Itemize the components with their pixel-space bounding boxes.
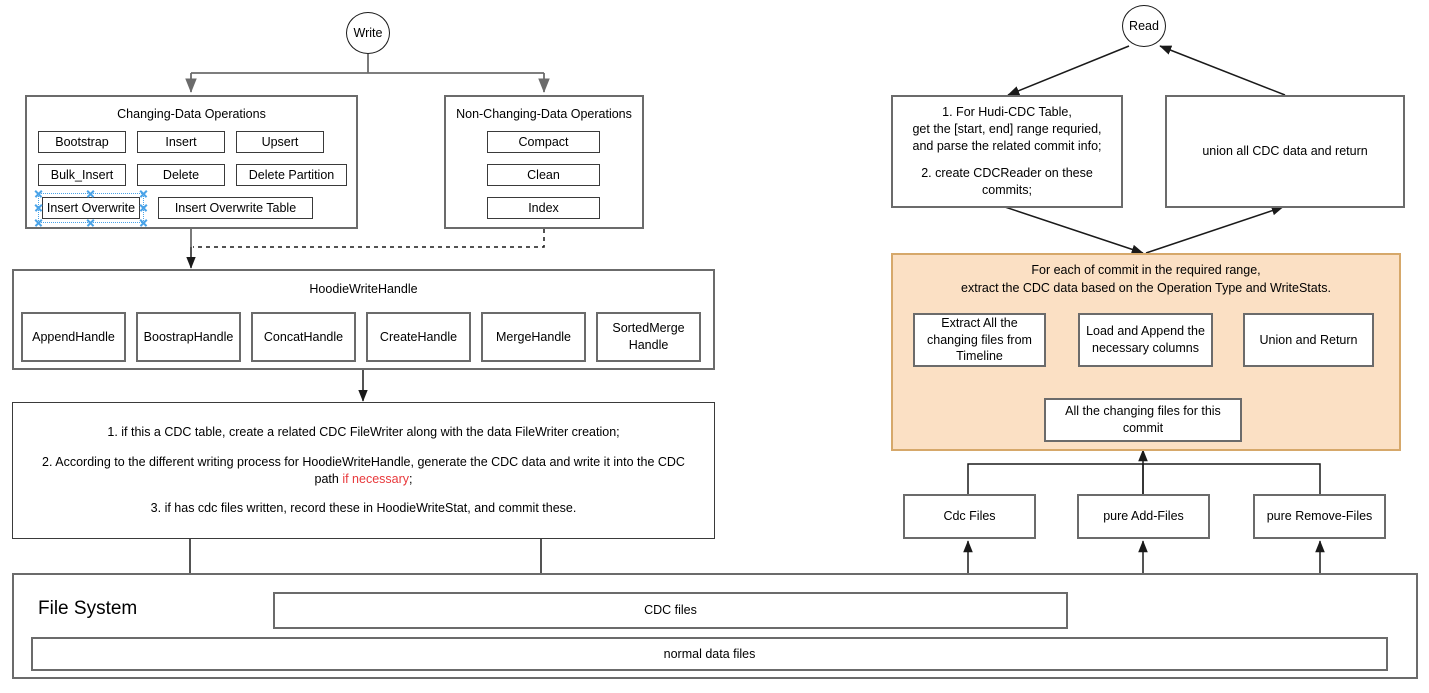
pure-remove-files-label: pure Remove-Files	[1266, 509, 1373, 524]
write-node-label: Write	[353, 26, 383, 40]
op-insert-overwrite-table[interactable]: Insert Overwrite Table	[158, 197, 313, 219]
cdc-files-source-label: Cdc Files	[943, 509, 996, 524]
op-upsert-label: Upsert	[261, 134, 299, 149]
read-left-line-3: and parse the related commit info;	[912, 138, 1102, 153]
op-insert-overwrite[interactable]: Insert Overwrite	[42, 197, 140, 219]
read-left-line-1: 1. For Hudi-CDC Table,	[942, 104, 1072, 119]
op-insert-overwrite-table-label: Insert Overwrite Table	[174, 200, 297, 215]
handle-append[interactable]: AppendHandle	[21, 312, 126, 362]
union-and-return-box[interactable]: Union and Return	[1243, 313, 1374, 367]
op-compact-label: Compact	[518, 134, 569, 149]
op-delete-label: Delete	[162, 167, 200, 182]
all-changing-box-line-1: All the changing files for this	[1065, 404, 1221, 419]
load-box-line-2: necessary columns	[1092, 341, 1199, 355]
op-bulk-insert-label: Bulk_Insert	[50, 167, 114, 182]
op-index[interactable]: Index	[487, 197, 600, 219]
all-changing-box-line-2: commit	[1122, 421, 1164, 435]
cdc-step-2: 2. According to the different writing pr…	[42, 454, 685, 488]
cdc-step-1: 1. if this a CDC table, create a related…	[107, 424, 620, 439]
handle-concat-label: ConcatHandle	[263, 329, 344, 344]
read-start-node[interactable]: Read	[1122, 5, 1166, 47]
normal-data-files-label: normal data files	[663, 646, 756, 661]
op-delete-partition[interactable]: Delete Partition	[236, 164, 347, 186]
load-box-line-1: Load and Append the	[1086, 324, 1205, 339]
cdc-files-source-box[interactable]: Cdc Files	[903, 494, 1036, 539]
handle-merge[interactable]: MergeHandle	[481, 312, 586, 362]
normal-data-files-box[interactable]: normal data files	[31, 637, 1388, 671]
op-compact[interactable]: Compact	[487, 131, 600, 153]
non-changing-data-operations-title: Non-Changing-Data Operations	[456, 107, 632, 121]
op-insert-label: Insert	[165, 134, 197, 149]
cdc-files-label: CDC files	[644, 603, 697, 618]
op-clean[interactable]: Clean	[487, 164, 600, 186]
extract-box-line-2: changing files from	[927, 332, 1032, 347]
read-union-return-label: union all CDC data and return	[1202, 144, 1368, 159]
extract-changing-files-box[interactable]: Extract All the changing files from Time…	[913, 313, 1046, 367]
cdc-step-2-highlight: if necessary	[342, 471, 410, 486]
load-append-columns-box[interactable]: Load and Append the necessary columns	[1078, 313, 1213, 367]
op-delete[interactable]: Delete	[137, 164, 225, 186]
handle-sorted-merge[interactable]: SortedMerge Handle	[596, 312, 701, 362]
op-insert-overwrite-label: Insert Overwrite	[46, 200, 136, 215]
read-union-return-box: union all CDC data and return	[1165, 95, 1405, 208]
handle-merge-label: MergeHandle	[495, 329, 572, 344]
handle-concat[interactable]: ConcatHandle	[251, 312, 356, 362]
cdc-step-2-line1: 2. According to the different writing pr…	[42, 454, 685, 469]
cdc-step-2-prefix: path	[314, 471, 343, 486]
pure-add-files-label: pure Add-Files	[1103, 509, 1184, 524]
union-box-label: Union and Return	[1259, 332, 1358, 347]
handle-create[interactable]: CreateHandle	[366, 312, 471, 362]
handle-boostrap-label: BoostrapHandle	[143, 329, 234, 344]
handle-create-label: CreateHandle	[379, 329, 458, 344]
read-cdc-reader-box: 1. For Hudi-CDC Table, get the [start, e…	[891, 95, 1123, 208]
cdc-extract-panel-line-2: extract the CDC data based on the Operat…	[961, 280, 1331, 295]
handle-boostrap[interactable]: BoostrapHandle	[136, 312, 241, 362]
op-bulk-insert[interactable]: Bulk_Insert	[38, 164, 126, 186]
read-left-line-2: get the [start, end] range requried,	[912, 121, 1102, 136]
write-start-node[interactable]: Write	[346, 12, 390, 54]
read-left-line-6: commits;	[982, 183, 1032, 198]
op-upsert[interactable]: Upsert	[236, 131, 324, 153]
handle-sorted-merge-label-2: Handle	[628, 338, 669, 352]
cdc-step-3: 3. if has cdc files written, record thes…	[150, 501, 577, 516]
cdc-step-2-suffix: ;	[409, 471, 413, 486]
op-delete-partition-label: Delete Partition	[248, 167, 335, 182]
pure-remove-files-box[interactable]: pure Remove-Files	[1253, 494, 1386, 539]
handle-sorted-merge-label-1: SortedMerge	[612, 321, 685, 336]
cdc-steps-box: 1. if this a CDC table, create a related…	[12, 402, 715, 539]
cdc-extract-panel-text: For each of commit in the required range…	[891, 262, 1401, 297]
op-bootstrap[interactable]: Bootstrap	[38, 131, 126, 153]
op-clean-label: Clean	[527, 167, 560, 182]
non-changing-data-operations-group: Non-Changing-Data Operations	[444, 95, 644, 229]
handle-append-label: AppendHandle	[32, 329, 115, 344]
all-changing-files-box[interactable]: All the changing files for this commit	[1044, 398, 1242, 442]
hoodie-write-handle-title: HoodieWriteHandle	[309, 282, 418, 296]
cdc-extract-panel-line-1: For each of commit in the required range…	[1031, 263, 1261, 277]
file-system-label: File System	[38, 598, 138, 619]
op-index-label: Index	[528, 200, 559, 215]
extract-box-line-3: Timeline	[956, 349, 1003, 364]
pure-add-files-box[interactable]: pure Add-Files	[1077, 494, 1210, 539]
read-left-line-5: 2. create CDCReader on these	[921, 166, 1093, 181]
changing-data-operations-title: Changing-Data Operations	[117, 107, 266, 121]
extract-box-line-1: Extract All the	[941, 315, 1018, 330]
cdc-files-box[interactable]: CDC files	[273, 592, 1068, 629]
op-bootstrap-label: Bootstrap	[55, 134, 109, 149]
op-insert[interactable]: Insert	[137, 131, 225, 153]
read-node-label: Read	[1129, 19, 1159, 33]
